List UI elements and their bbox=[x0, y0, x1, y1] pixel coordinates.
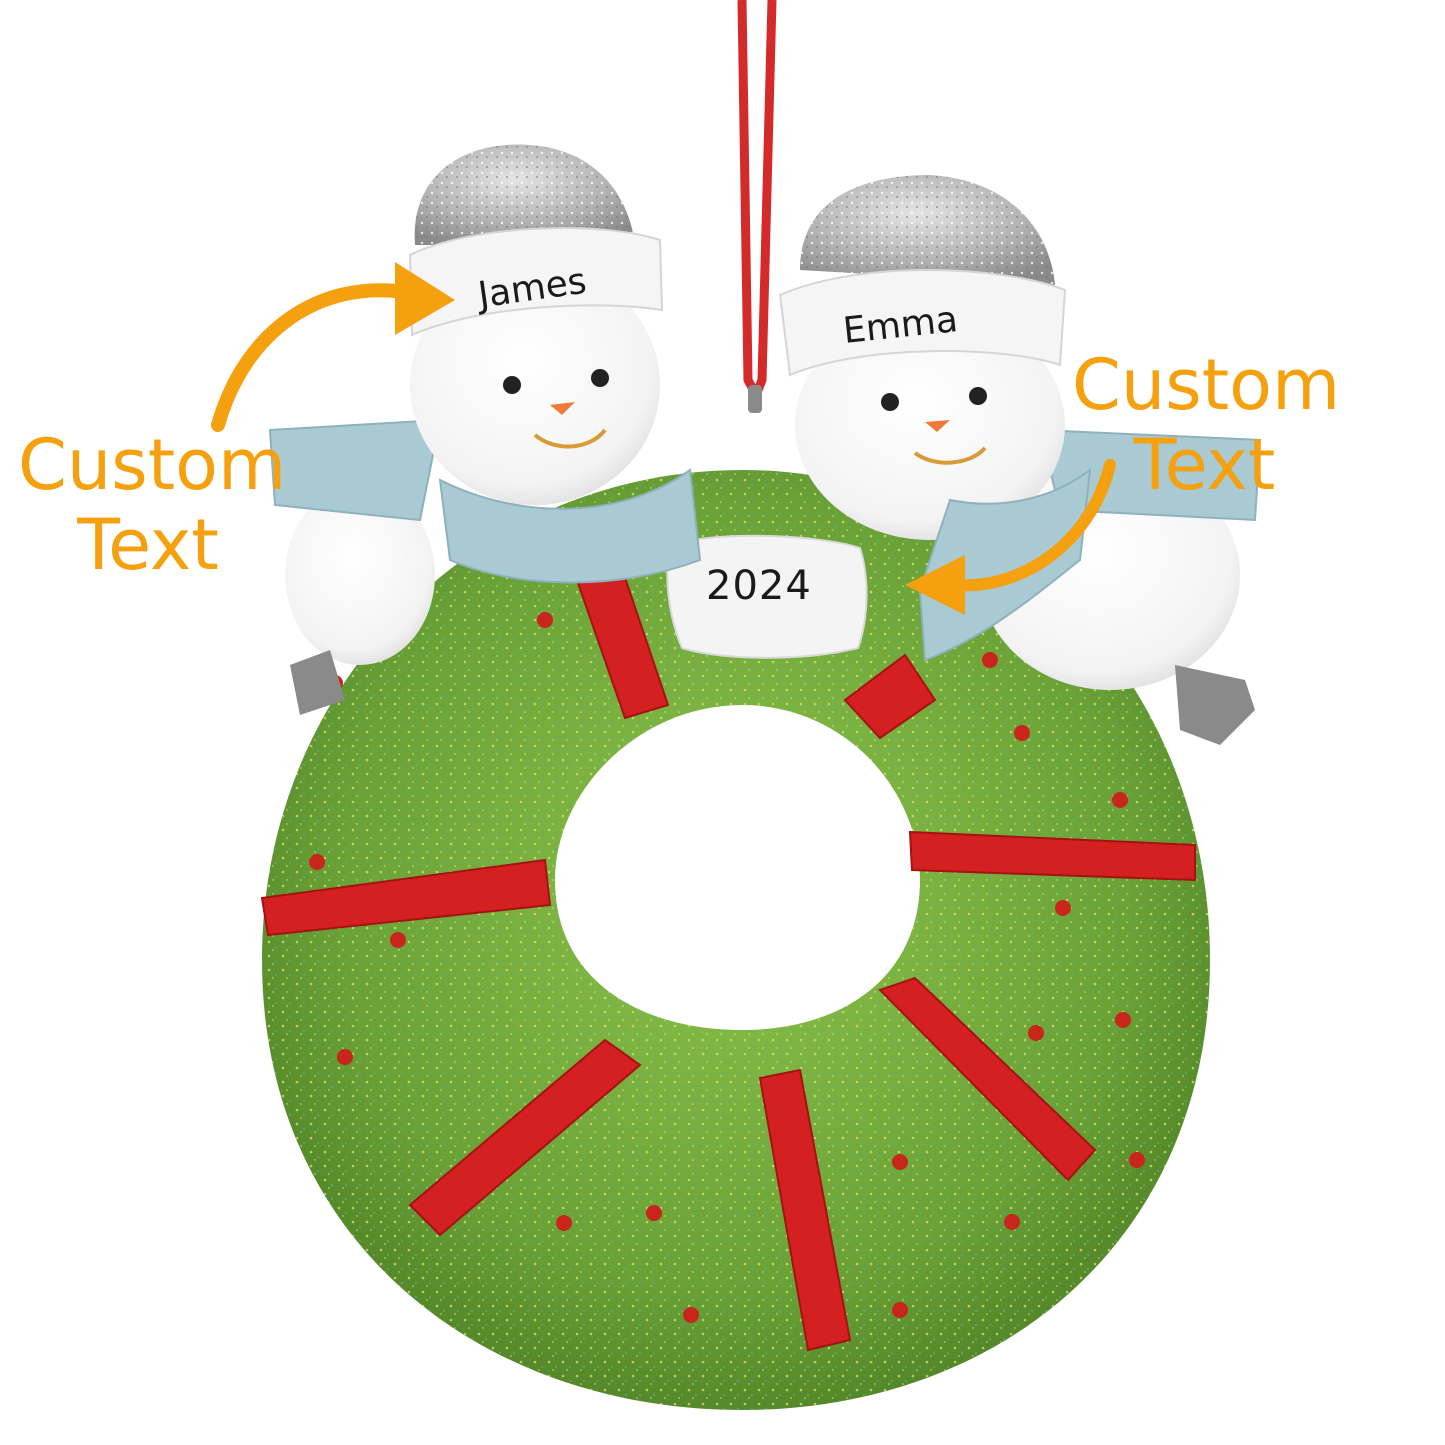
wreath-ribbons bbox=[260, 546, 1196, 1352]
callout-right-line1: Custom bbox=[1072, 344, 1341, 426]
wreath bbox=[260, 470, 1210, 1410]
callout-left-line1: Custom bbox=[18, 424, 287, 506]
callout-arrow-right bbox=[905, 459, 1116, 615]
callout-left-line2: Text bbox=[77, 504, 219, 586]
snowman-right bbox=[778, 175, 1262, 745]
callout-label-left: Custom Text bbox=[18, 424, 287, 586]
callout-arrow-left bbox=[211, 262, 455, 432]
snowman-left bbox=[268, 144, 702, 715]
callout-right-line2: Text bbox=[1133, 424, 1276, 506]
hanging-ribbon bbox=[737, 0, 777, 413]
year-plaque bbox=[666, 534, 868, 659]
custom-year: 2024 bbox=[706, 563, 812, 609]
wreath-berries bbox=[309, 612, 1145, 1323]
callout-label-right: Custom Text bbox=[1072, 344, 1341, 506]
